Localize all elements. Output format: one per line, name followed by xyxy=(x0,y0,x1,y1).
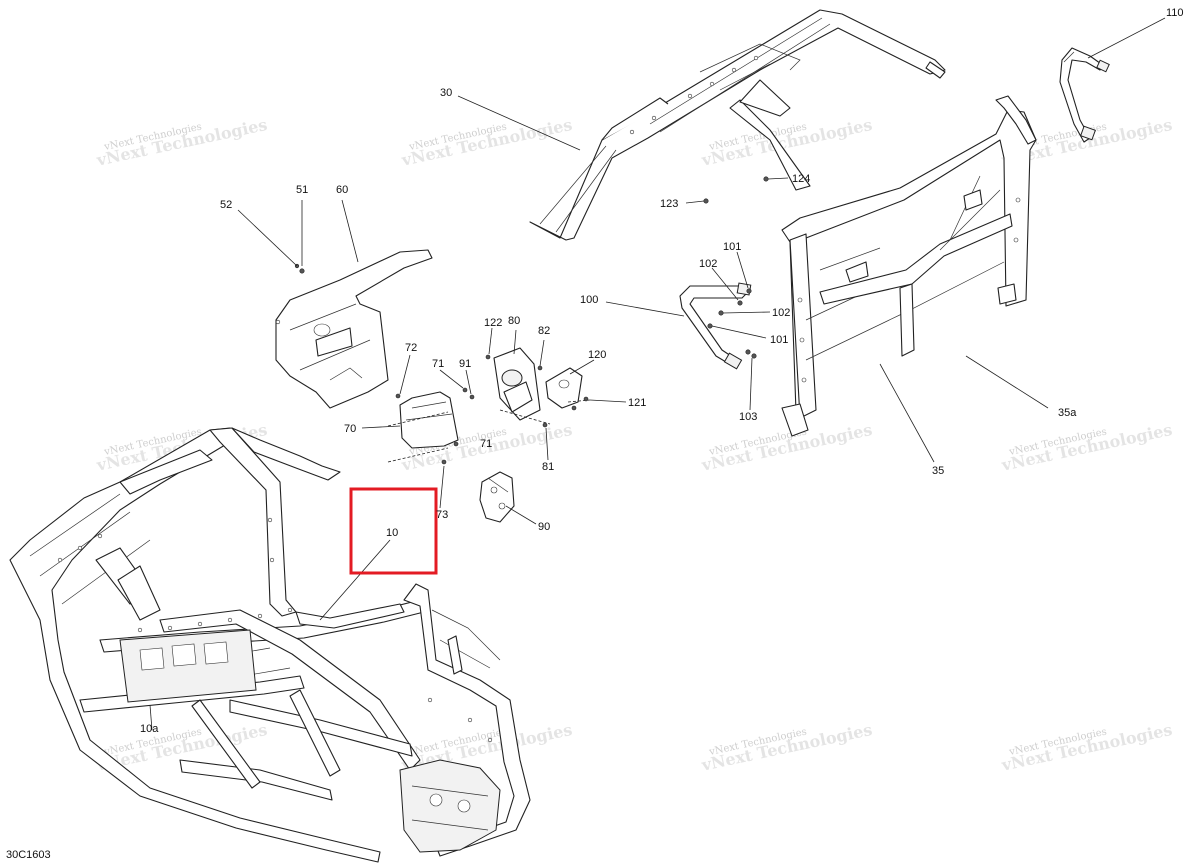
callout-90[interactable]: 90 xyxy=(538,521,550,533)
handle-part-110[interactable] xyxy=(1059,47,1110,143)
callout-60[interactable]: 60 xyxy=(336,184,348,196)
bracket-part-90[interactable] xyxy=(479,471,515,523)
callout-72[interactable]: 72 xyxy=(405,342,417,354)
callout-35a[interactable]: 35a xyxy=(1058,407,1077,419)
callout-52[interactable]: 52 xyxy=(220,199,232,211)
callout-121[interactable]: 121 xyxy=(628,397,646,409)
callout-101-bottom[interactable]: 101 xyxy=(770,334,788,346)
callout-103[interactable]: 103 xyxy=(739,411,757,423)
callout-73[interactable]: 73 xyxy=(436,509,448,521)
watermark: vNext Technologies vNext Technologies xyxy=(399,115,574,170)
rear-cage-part-35[interactable] xyxy=(781,95,1037,437)
leader-lines xyxy=(149,17,1166,731)
callout-100[interactable]: 100 xyxy=(580,294,598,306)
callout-71-bottom[interactable]: 71 xyxy=(480,438,492,450)
callout-82[interactable]: 82 xyxy=(538,325,550,337)
callout-122[interactable]: 122 xyxy=(484,317,502,329)
callout-102-top[interactable]: 102 xyxy=(699,258,717,270)
cover-part-70[interactable] xyxy=(387,387,475,465)
watermark: vNext Technologies vNext Technologies xyxy=(999,420,1174,475)
callout-10[interactable]: 10 xyxy=(386,527,398,539)
callout-80[interactable]: 80 xyxy=(508,315,520,327)
roll-cage-top-part-30[interactable] xyxy=(529,9,946,241)
callout-30[interactable]: 30 xyxy=(440,87,452,99)
watermark: vNext Technologies vNext Technologies xyxy=(699,420,874,475)
callout-124[interactable]: 124 xyxy=(792,173,810,185)
callout-110[interactable]: 110 xyxy=(1166,7,1184,19)
bracket-part-60[interactable] xyxy=(275,249,433,409)
diagram-code: 30C1603 xyxy=(6,849,51,861)
watermark: vNext Technologies vNext Technologies xyxy=(999,720,1174,775)
watermark: vNext Technologies vNext Technologies xyxy=(699,720,874,775)
callout-91[interactable]: 91 xyxy=(459,358,471,370)
watermark: vNext Technologies vNext Technologies xyxy=(94,115,269,170)
grab-bar-part-100[interactable] xyxy=(679,282,752,370)
callout-120[interactable]: 120 xyxy=(588,349,606,361)
callout-70[interactable]: 70 xyxy=(344,423,356,435)
mount-part-80[interactable] xyxy=(485,347,551,428)
main-frame-part-10[interactable] xyxy=(9,427,531,863)
callout-labels: 110 30 124 123 51 60 52 101 102 100 102 … xyxy=(140,7,1184,735)
bracket-part-120[interactable] xyxy=(545,367,591,411)
highlight-box-part-10 xyxy=(349,487,438,575)
callout-123[interactable]: 123 xyxy=(660,198,678,210)
callout-71-top[interactable]: 71 xyxy=(432,358,444,370)
callout-101-top[interactable]: 101 xyxy=(723,241,741,253)
callout-10a[interactable]: 10a xyxy=(140,723,159,735)
callout-35[interactable]: 35 xyxy=(932,465,944,477)
fasteners-101-102-103[interactable] xyxy=(707,288,757,359)
callout-51[interactable]: 51 xyxy=(296,184,308,196)
callout-81[interactable]: 81 xyxy=(542,461,554,473)
fasteners-123-124[interactable] xyxy=(703,176,769,204)
callout-102-bottom[interactable]: 102 xyxy=(772,307,790,319)
